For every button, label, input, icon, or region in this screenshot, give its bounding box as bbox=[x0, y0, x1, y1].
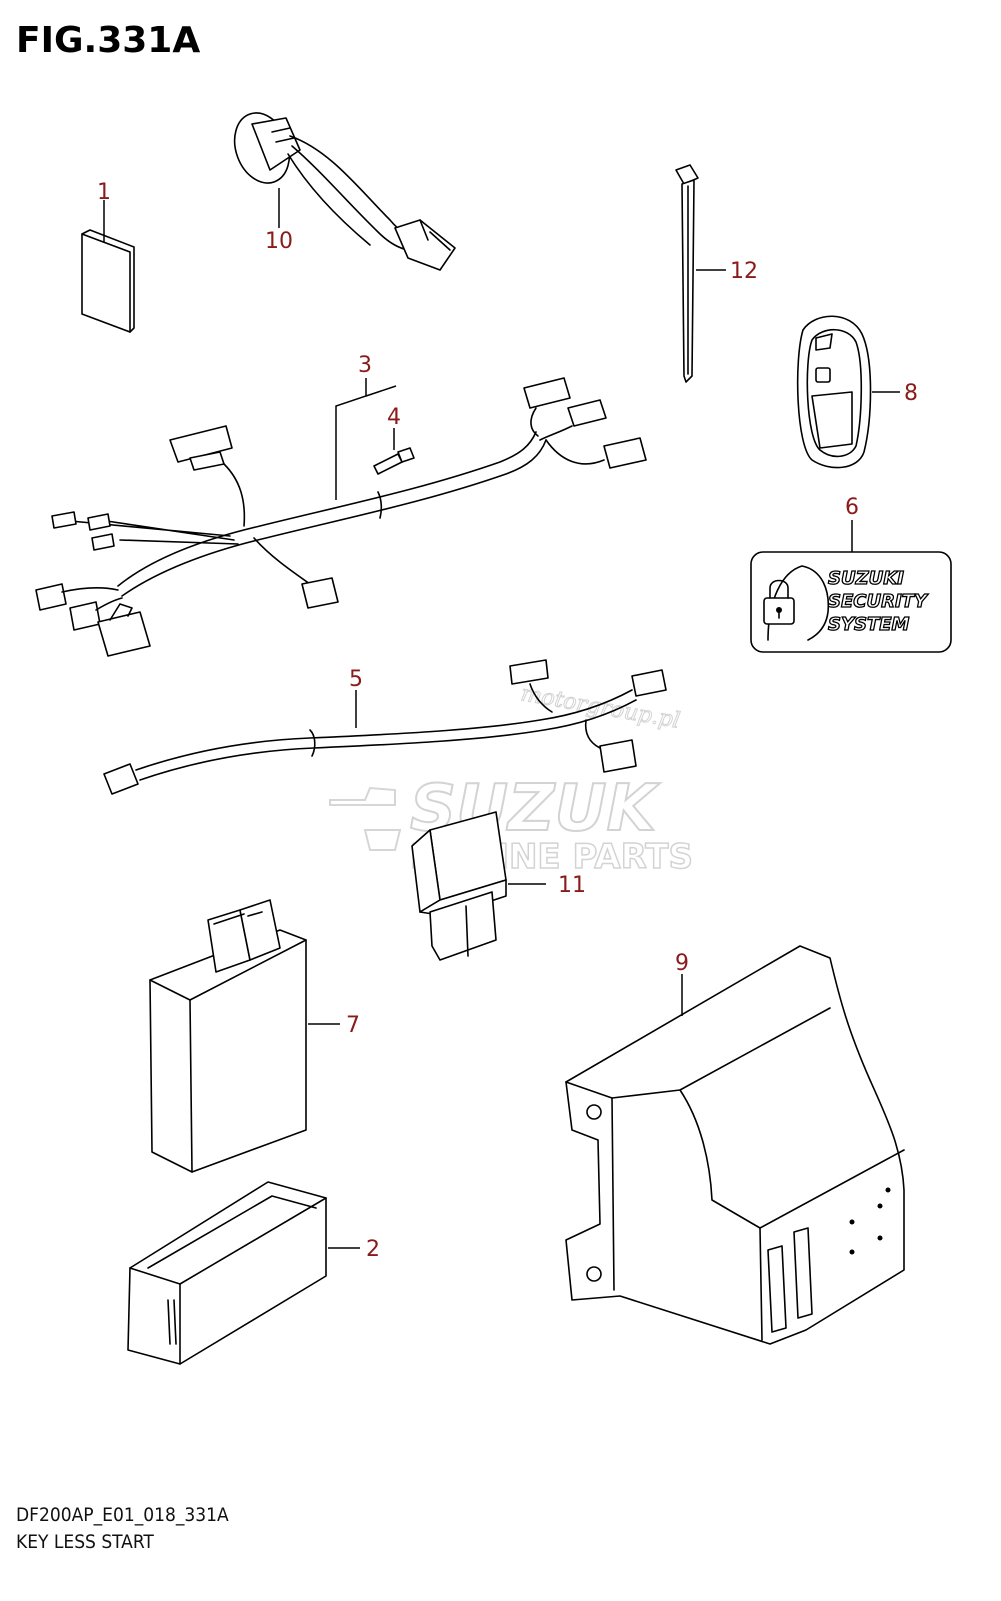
callout-8: 8 bbox=[904, 381, 918, 406]
callout-1: 1 bbox=[97, 180, 111, 205]
part-11-switch[interactable] bbox=[411, 811, 546, 961]
callout-9: 9 bbox=[675, 951, 689, 976]
part-8-key-fob[interactable] bbox=[796, 315, 900, 469]
watermark: SUZUK MARINE PARTS motorgroup.pl bbox=[329, 681, 694, 878]
sticker-line2: SECURITY bbox=[828, 591, 929, 612]
part-2-bracket[interactable] bbox=[127, 1181, 360, 1365]
callout-4: 4 bbox=[387, 405, 401, 430]
part-7-control-module[interactable] bbox=[149, 899, 340, 1173]
suzuki-logo-icon bbox=[815, 333, 833, 351]
callout-5: 5 bbox=[349, 667, 363, 692]
part-5-extension-harness[interactable] bbox=[103, 659, 667, 795]
callout-labels: 1 2 3 4 5 6 7 8 9 10 11 12 bbox=[97, 180, 918, 1262]
sticker-line3: SYSTEM bbox=[828, 614, 910, 635]
part-6-security-sticker[interactable]: SUZUKI SECURITY SYSTEM bbox=[750, 520, 952, 653]
callout-10: 10 bbox=[265, 229, 293, 254]
callout-3: 3 bbox=[358, 353, 372, 378]
callout-7: 7 bbox=[346, 1013, 360, 1038]
part-3-main-harness[interactable] bbox=[35, 377, 647, 657]
callout-2: 2 bbox=[366, 1237, 380, 1262]
watermark-boat-icon bbox=[329, 786, 402, 851]
part-4-terminal-pin[interactable] bbox=[373, 428, 415, 475]
part-1-label-sheet[interactable] bbox=[81, 200, 135, 333]
figure-code: DF200AP_E01_018_331A bbox=[16, 1504, 229, 1526]
callout-12: 12 bbox=[730, 259, 758, 284]
part-12-cable-tie[interactable] bbox=[675, 164, 726, 383]
callout-11: 11 bbox=[558, 873, 586, 898]
part-9-cover[interactable] bbox=[565, 945, 905, 1345]
part-10-sensor-harness[interactable] bbox=[225, 105, 456, 271]
person-silhouette-icon bbox=[767, 565, 830, 641]
figure-description: KEY LESS START bbox=[16, 1531, 154, 1553]
callout-6: 6 bbox=[845, 495, 859, 520]
sticker-line1: SUZUKI bbox=[828, 568, 904, 589]
lock-button-icon bbox=[815, 367, 831, 383]
figure-title: FIG.331A bbox=[16, 20, 201, 61]
